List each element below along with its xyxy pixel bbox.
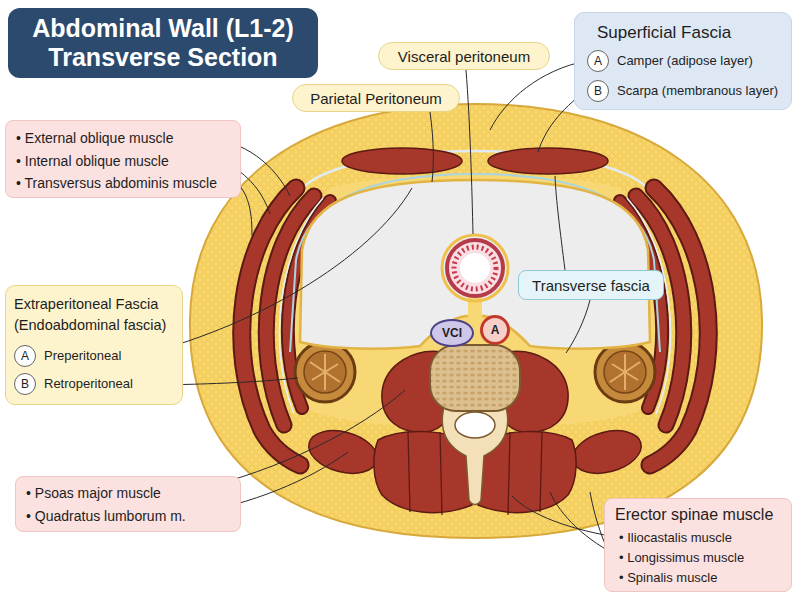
vertebral-body — [430, 345, 520, 411]
rectus-muscle — [488, 148, 608, 174]
letter-circle: A — [14, 345, 36, 367]
label-pill: Transverse fascia — [518, 270, 664, 300]
intestine-lumen — [460, 253, 490, 283]
label-text: • Iliocastalis muscle — [619, 530, 789, 546]
label-text: • Quadratus lumborum m. — [26, 507, 238, 525]
label-text: Retroperitoneal — [44, 376, 182, 392]
legend-box: Superficial FasciaCamper (adipose layer)… — [574, 12, 792, 110]
label-box: • External oblique muscle • Internal obli… — [5, 120, 241, 198]
vertebral-arch — [442, 400, 507, 505]
label-text: Camper (adipose layer) — [617, 53, 789, 69]
box-heading: • Psoas major muscle — [26, 484, 238, 502]
label-text: Visceral peritoneum — [379, 43, 549, 69]
peritoneal-cavity — [300, 180, 650, 349]
label-pill: Parietal Peritoneum — [292, 84, 460, 112]
label-box: Extraperitoneal Fascia (Endoabdominal fa… — [5, 285, 183, 405]
label-text: A — [15, 346, 35, 366]
title-banner: Abdominal Wall (L1-2) Transverse Section — [8, 8, 318, 78]
letter-circle: A — [587, 50, 609, 72]
subcutaneous-fat — [190, 104, 762, 538]
letter-circle: B — [14, 373, 36, 395]
box-heading: Superficial Fascia — [597, 22, 787, 43]
box-heading: • External oblique muscle — [16, 129, 238, 147]
visceral-peritoneum-ring — [442, 235, 508, 301]
label-text: Preperitoneal — [44, 348, 182, 364]
intestine-wall — [447, 240, 503, 296]
label-box: • Psoas major muscle • Quadratus lumborum… — [15, 476, 241, 532]
diagram-title: Abdominal Wall (L1-2) Transverse Section — [14, 14, 312, 72]
label-text: A — [588, 51, 608, 71]
intestine-mucosa — [454, 247, 496, 289]
letter-circle: B — [587, 80, 609, 102]
vein-ellipse: VCI — [430, 319, 474, 347]
spinal-canal — [455, 412, 495, 438]
transverse-fascia-line — [290, 174, 660, 352]
label-box: Erector spinae muscle • Iliocastalis musc… — [604, 498, 792, 592]
label-text: Transverse fascia — [519, 271, 663, 299]
label-text: • Spinalis muscle — [619, 570, 789, 586]
label-text: • Transversus abdominis muscle — [16, 174, 238, 192]
label-text: • Longissimus muscle — [619, 550, 789, 566]
box-heading: Extraperitoneal Fascia (Endoabdominal fa… — [14, 294, 182, 336]
label-text: Parietal Peritoneum — [293, 85, 459, 111]
label-text: • Internal oblique muscle — [16, 152, 238, 170]
rectus-muscle — [342, 148, 462, 174]
label-pill: Visceral peritoneum — [378, 42, 550, 70]
artery-circle: A — [480, 315, 510, 345]
label-text: VCI — [432, 321, 472, 345]
label-text: A — [483, 318, 507, 342]
label-text: Scarpa (membranous layer) — [617, 83, 789, 99]
label-text: B — [588, 81, 608, 101]
box-heading: Erector spinae muscle — [615, 505, 789, 525]
label-text: B — [15, 374, 35, 394]
